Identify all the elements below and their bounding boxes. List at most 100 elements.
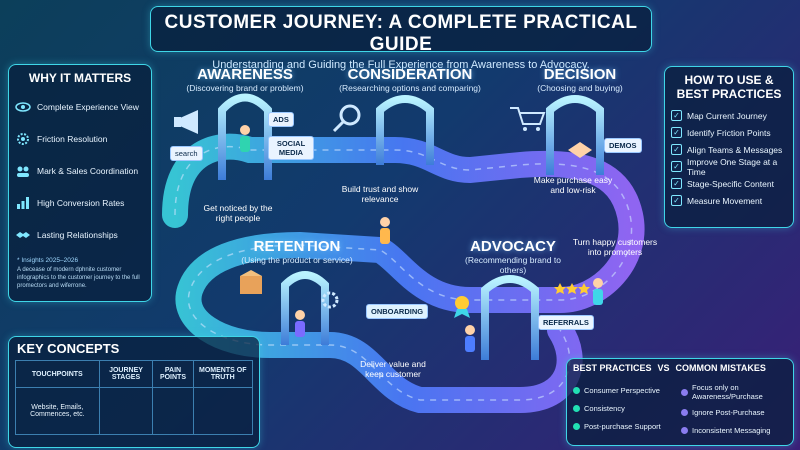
consideration-note: Build trust and show relevance — [341, 184, 419, 204]
best-practices-label: BEST PRACTICES — [573, 363, 652, 373]
stage-subtitle: (Researching options and comparing) — [339, 83, 481, 93]
bar-chart-icon — [17, 197, 29, 209]
bad-dot-icon — [681, 408, 688, 416]
why-item-label: Lasting Relationships — [37, 230, 118, 240]
list-item: Post-purchase Support — [573, 417, 677, 435]
check-icon: ✓ — [671, 110, 682, 121]
why-it-matters-panel: WHY IT MATTERS Complete Experience View … — [8, 64, 152, 302]
person-figure — [240, 125, 250, 152]
why-item: Friction Resolution — [15, 123, 151, 155]
why-item-label: Complete Experience View — [37, 102, 139, 112]
how-to-use-panel: HOW TO USE & BEST PRACTICES ✓Map Current… — [664, 66, 794, 228]
person-figure — [593, 278, 603, 305]
why-item: High Conversion Rates — [15, 187, 151, 219]
eye-icon — [15, 102, 31, 112]
advocacy-arch — [481, 275, 539, 360]
stage-retention: RETENTION (Using the product or service) — [232, 238, 362, 265]
check-icon: ✓ — [671, 144, 682, 155]
retention-arch — [281, 271, 329, 345]
stage-advocacy: ADVOCACY (Recommending brand to others) — [458, 238, 568, 275]
insight-text: A decease of modern dphnite customer inf… — [17, 267, 140, 289]
how-item-label: Identify Friction Points — [687, 127, 771, 138]
practices-header: BEST PRACTICES VS COMMON MISTAKES — [567, 359, 793, 377]
stage-awareness: AWARENESS (Discovering brand or problem) — [170, 66, 320, 93]
why-item-label: High Conversion Rates — [37, 198, 125, 208]
how-item-label: Improve One Stage at a Time — [687, 156, 778, 177]
stage-title: AWARENESS — [197, 66, 293, 83]
key-concepts-panel: KEY CONCEPTS TOUCHPOINTS JOURNEY STAGES … — [8, 336, 260, 448]
social-media-tag: SOCIAL MEDIA — [268, 136, 314, 160]
why-item-label: Friction Resolution — [37, 134, 108, 144]
page-title: CUSTOMER JOURNEY: A COMPLETE PRACTICAL G… — [164, 12, 638, 55]
search-box: search — [170, 146, 203, 161]
referrals-tag: REFERRALS — [538, 315, 594, 330]
table-cell: Website, Emails, Commences, etc. — [15, 387, 100, 435]
retention-note: Deliver value and keep customer — [360, 359, 426, 379]
decision-arch — [546, 95, 604, 175]
awareness-note: Get noticed by the right people — [203, 203, 273, 223]
best-practices-list: Consumer Perspective Consistency Post-pu… — [573, 381, 677, 435]
stage-decision: DECISION (Choosing and buying) — [510, 66, 650, 93]
how-item: ✓Identify Friction Points — [671, 124, 793, 141]
table-row: Website, Emails, Commences, etc. — [15, 387, 254, 435]
gear-icon — [321, 291, 339, 309]
table-header: TOUCHPOINTS — [15, 360, 100, 388]
why-item: Lasting Relationships — [15, 219, 151, 251]
cart-icon — [510, 107, 546, 131]
stage-title: DECISION — [543, 66, 617, 83]
how-item-label: Align Teams & Messages — [687, 144, 783, 155]
magnifier-icon — [332, 104, 361, 133]
team-icon — [17, 166, 29, 177]
why-item: Mark & Sales Coordination — [15, 155, 151, 187]
star-rating-icon — [554, 283, 590, 294]
why-title: WHY IT MATTERS — [28, 71, 132, 85]
how-item: ✓Improve One Stage at a Time — [671, 156, 793, 177]
check-icon: ✓ — [671, 195, 682, 206]
table-header: PAIN POINTS — [152, 360, 194, 388]
key-concepts-title: KEY CONCEPTS — [17, 341, 120, 356]
vs-label: VS — [657, 363, 670, 373]
title-banner: CUSTOMER JOURNEY: A COMPLETE PRACTICAL G… — [150, 6, 652, 71]
practices-panel: BEST PRACTICES VS COMMON MISTAKES Consum… — [566, 358, 794, 446]
table-cell — [192, 387, 254, 435]
good-dot-icon — [573, 404, 580, 412]
key-concepts-table: TOUCHPOINTS JOURNEY STAGES PAIN POINTS M… — [15, 360, 254, 435]
handshake-icon — [568, 142, 592, 158]
why-item-label: Mark & Sales Coordination — [37, 166, 139, 176]
medal-icon — [454, 296, 470, 318]
table-cell — [152, 387, 194, 435]
stage-subtitle: (Discovering brand or problem) — [186, 83, 304, 93]
stage-consideration: CONSIDERATION (Researching options and c… — [330, 66, 490, 93]
bad-dot-icon — [681, 388, 688, 396]
person-figure — [465, 325, 475, 352]
handshake-icon — [16, 232, 30, 238]
stage-title: RETENTION — [253, 238, 341, 255]
page-subtitle: Understanding and Guiding the Full Exper… — [212, 59, 590, 71]
consideration-arch — [376, 95, 434, 165]
how-item: ✓Map Current Journey — [671, 107, 793, 124]
list-item: Ignore Post-Purchase — [681, 403, 789, 421]
stage-subtitle: (Using the product or service) — [241, 255, 353, 265]
how-item: ✓ Measure Movement — [671, 192, 793, 209]
how-title: HOW TO USE & BEST PRACTICES — [676, 73, 782, 101]
table-cell — [98, 387, 154, 435]
how-item: ✓Stage-Specific Content — [671, 175, 793, 192]
gear-icon — [17, 133, 29, 145]
advocacy-note: Turn happy customers into promoters — [572, 237, 658, 257]
ads-tag: ADS — [268, 112, 294, 127]
how-item-label: Stage-Specific Content — [687, 178, 774, 189]
good-dot-icon — [573, 422, 580, 430]
stage-title: ADVOCACY — [470, 238, 556, 255]
person-figure — [380, 217, 390, 244]
decision-note: Make purchase easy and low-risk — [533, 175, 613, 195]
table-header: MOMENTS OF TRUTH — [192, 360, 254, 388]
table-header: JOURNEY STAGES — [98, 360, 154, 388]
stage-title: CONSIDERATION — [347, 66, 473, 83]
list-item: Focus only on Awareness/Purchase — [681, 381, 789, 403]
how-item: ✓ Align Teams & Messages — [671, 141, 793, 158]
common-mistakes-list: Focus only on Awareness/Purchase Ignore … — [681, 381, 789, 439]
how-item-label: Measure Movement — [687, 195, 763, 206]
good-dot-icon — [573, 386, 580, 394]
stage-subtitle: (Choosing and buying) — [537, 83, 623, 93]
